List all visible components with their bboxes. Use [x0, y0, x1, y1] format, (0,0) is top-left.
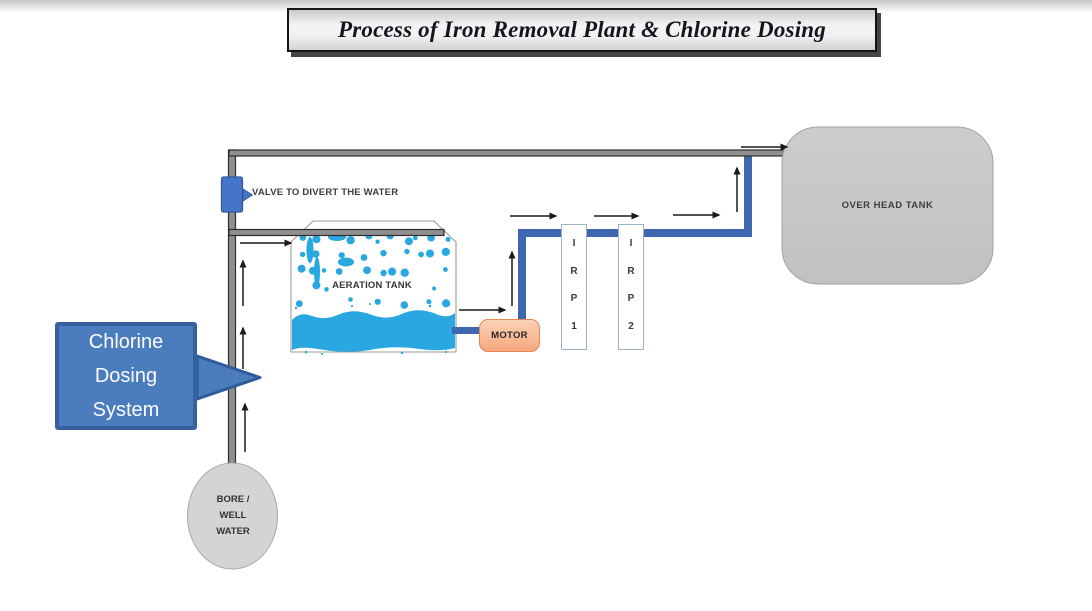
irp2-letter: R — [627, 265, 635, 277]
pipe-motor-riser — [518, 235, 526, 323]
overhead-tank — [781, 126, 994, 285]
irp1-letter: P — [570, 293, 578, 305]
irp2-letter: I — [629, 238, 633, 249]
aeration-water — [292, 303, 455, 355]
motor-box: MOTOR — [479, 319, 540, 352]
bore-well-label: BORE / WELL WATER — [188, 462, 278, 570]
valve-icon — [220, 176, 254, 213]
irp1-number: 1 — [571, 320, 577, 332]
pipe-to-aeration — [228, 228, 445, 237]
chlorine-line: Dosing — [94, 365, 158, 387]
bore-well-line: WELL — [219, 510, 247, 521]
flow-arrows — [239, 143, 789, 452]
title-bar: Process of Iron Removal Plant & Chlorine… — [287, 8, 877, 52]
blue-pipes — [452, 156, 752, 334]
irp2-column: I R P 2 — [618, 224, 644, 350]
irp1-letter: I — [572, 238, 576, 249]
irp2-number: 2 — [628, 320, 634, 332]
irp1-column: I R P 1 — [561, 224, 587, 350]
irp2-letter: P — [627, 293, 635, 305]
pipe-tank-to-motor — [452, 327, 482, 334]
chlorine-line: Chlorine — [88, 331, 164, 353]
chlorine-line: System — [92, 399, 160, 421]
bore-well-circle — [187, 462, 278, 570]
bore-well-line: WATER — [216, 526, 250, 537]
bore-well-line: BORE / — [216, 494, 250, 505]
irp1-letter: R — [570, 265, 578, 277]
chlorine-callout-pointer — [195, 354, 262, 401]
overhead-tank-label: OVER HEAD TANK — [841, 200, 934, 211]
motor-label: MOTOR — [491, 330, 528, 341]
pipe-top-divert — [228, 149, 787, 157]
aeration-tank-label: AERATION TANK — [332, 280, 412, 291]
valve-label: VALVE TO DIVERT THE WATER — [252, 187, 399, 198]
pipe-overhead-riser — [744, 156, 752, 237]
chlorine-dosing-callout: Chlorine Dosing System — [55, 322, 197, 430]
page-title: Process of Iron Removal Plant & Chlorine… — [338, 17, 826, 42]
